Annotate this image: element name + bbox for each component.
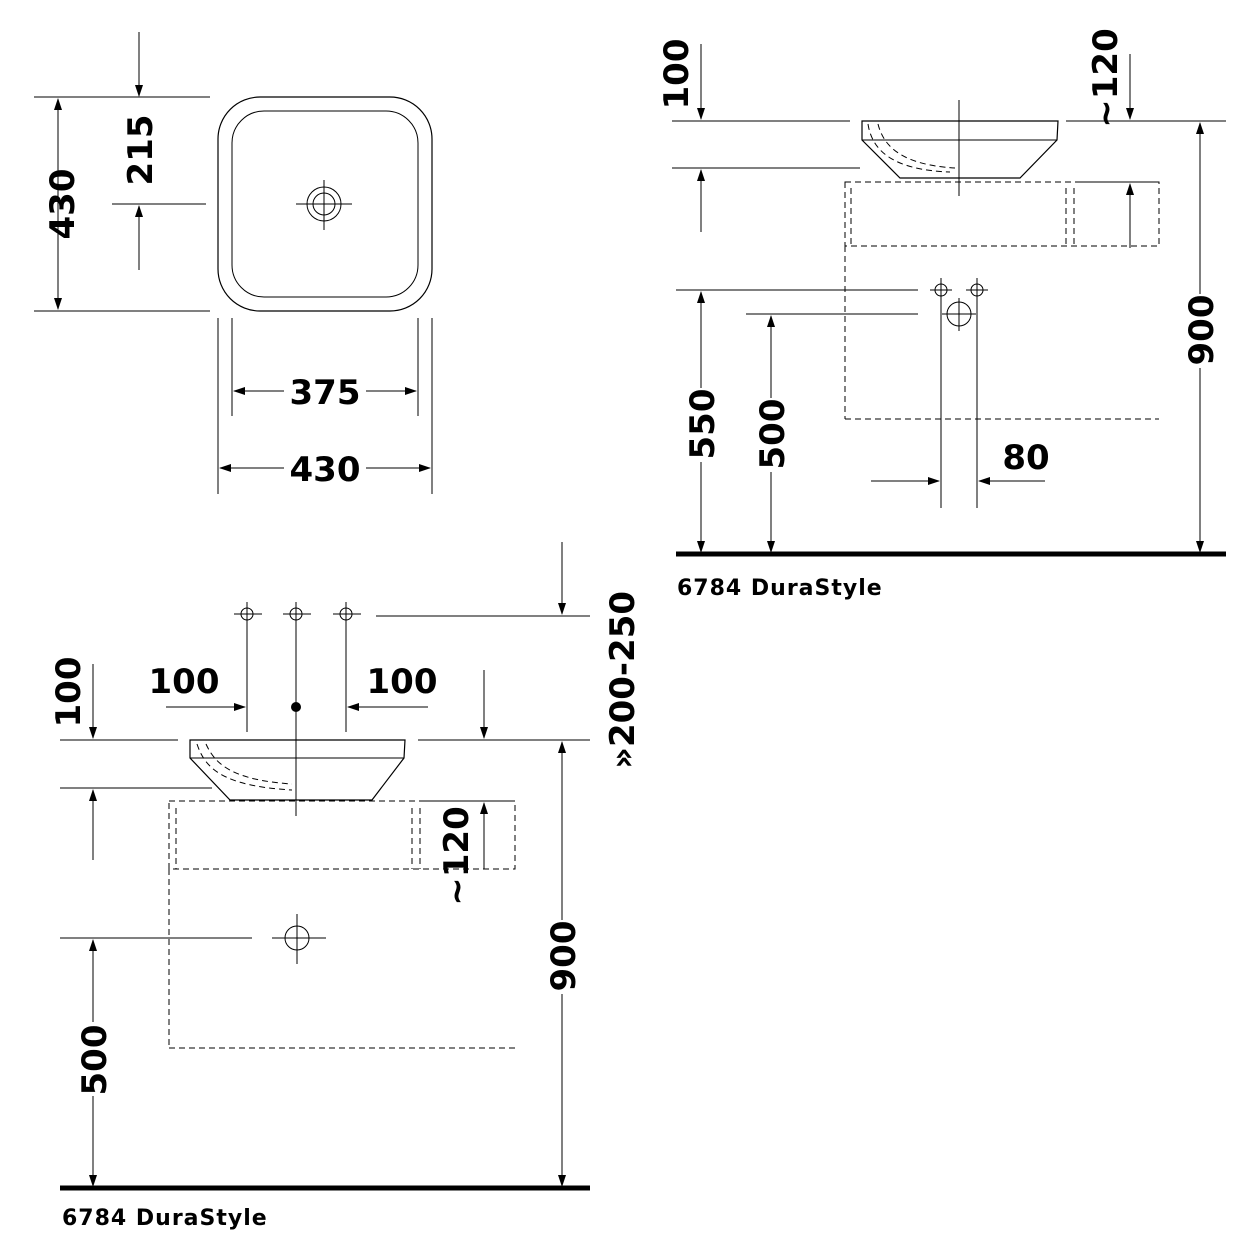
front-rim-height-label: 900 — [544, 921, 584, 992]
plan-view: 430 215 375 430 — [34, 32, 433, 494]
side-rim-height-label: 900 — [1182, 295, 1222, 366]
plan-inner-width-label: 375 — [290, 373, 361, 413]
side-spacing-label: 80 — [1002, 438, 1049, 478]
front-view: 100 100 100 »200-250 ~120 900 500 6784 D… — [49, 542, 643, 1231]
front-waste-symbol — [272, 914, 326, 964]
front-tap-spacing-left-label: 100 — [149, 662, 220, 702]
front-waste-height-label: 500 — [75, 1025, 115, 1096]
side-counter-dashed — [844, 181, 1160, 247]
drain-symbol — [296, 180, 352, 230]
front-tap-spacing-right-label: 100 — [367, 662, 438, 702]
side-caption: 6784 DuraStyle — [677, 576, 883, 601]
side-basin-outline — [861, 120, 1059, 179]
front-tap-clearance-label: 100 — [49, 657, 89, 728]
front-basin-outline — [189, 739, 406, 801]
front-bowl-height-label: ~120 — [437, 806, 477, 905]
side-outlet-height-label: 550 — [683, 389, 723, 460]
plan-outer-width-label: 430 — [290, 450, 361, 490]
side-tap-symbols — [930, 278, 988, 508]
side-waste-height-label: 500 — [753, 399, 793, 470]
front-counter-dashed — [168, 800, 516, 870]
plan-drain-offset-label: 215 — [121, 115, 161, 186]
plan-depth-label: 430 — [43, 169, 83, 240]
basin-inner-outline — [231, 110, 419, 298]
front-tap-symbols — [234, 602, 361, 816]
side-tap-clearance-label: 100 — [657, 39, 697, 110]
front-caption: 6784 DuraStyle — [62, 1206, 268, 1231]
side-view: 100 ~120 550 500 900 80 6784 DuraStyle — [657, 28, 1226, 601]
basin-outer-outline — [217, 96, 433, 312]
side-bowl-height-label: ~120 — [1086, 28, 1126, 127]
front-tap-height-range-label: »200-250 — [603, 591, 643, 769]
